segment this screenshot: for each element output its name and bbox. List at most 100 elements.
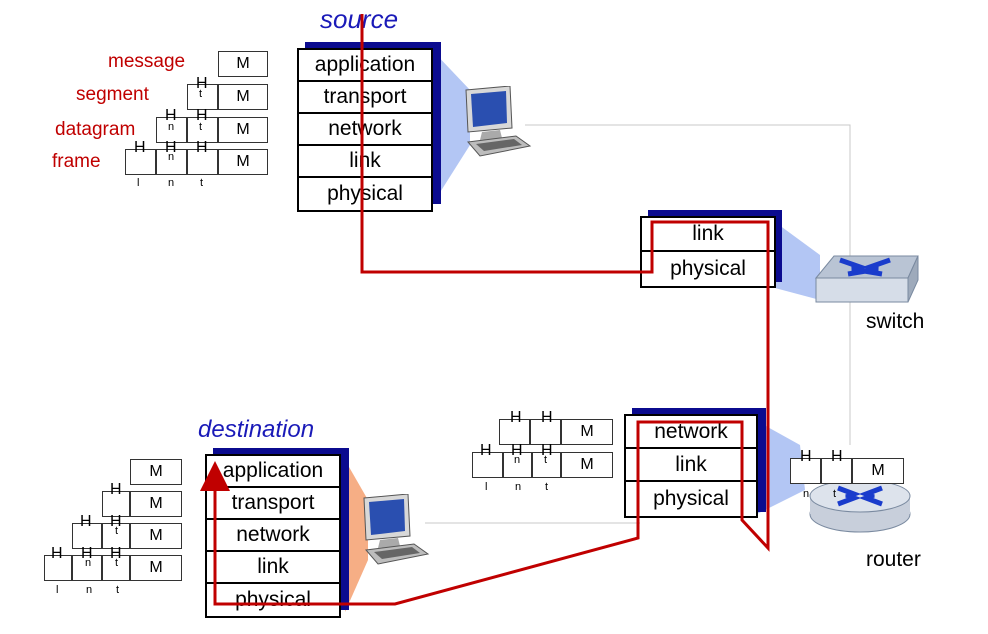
destination-title: destination bbox=[198, 416, 315, 443]
header-cell bbox=[72, 555, 102, 581]
destination-layer-link: link bbox=[207, 552, 339, 584]
payload-cell: M bbox=[218, 51, 268, 77]
header-cell bbox=[156, 149, 187, 175]
destination-computer-icon bbox=[363, 494, 430, 565]
label-segment: segment bbox=[76, 84, 149, 105]
router-layer-network: network bbox=[626, 416, 756, 449]
header-label: H bbox=[110, 513, 122, 530]
destination-layer-application: application bbox=[207, 456, 339, 488]
header-subscript: l bbox=[56, 584, 59, 596]
payload-cell: M bbox=[218, 84, 268, 110]
header-subscript: t bbox=[833, 488, 837, 500]
header-subscript: l bbox=[485, 481, 488, 493]
header-cell bbox=[102, 523, 130, 549]
source-layer-network: network bbox=[299, 114, 431, 146]
router-layer-physical: physical bbox=[653, 486, 729, 510]
header-subscript: n bbox=[86, 584, 93, 596]
header-label: H bbox=[110, 481, 122, 498]
header-label: H bbox=[196, 139, 208, 156]
destination-beam bbox=[345, 460, 368, 612]
switch-layer-link: link bbox=[642, 218, 774, 252]
header-subscript: n bbox=[85, 557, 92, 569]
header-cell bbox=[472, 452, 503, 478]
destination-layer-transport: transport bbox=[207, 488, 339, 520]
header-label: H bbox=[480, 442, 492, 459]
header-subscript: t bbox=[544, 454, 548, 466]
payload-cell: M bbox=[561, 452, 613, 478]
header-label: H bbox=[196, 75, 208, 92]
label-message: message bbox=[108, 51, 186, 72]
source-layer-application: application bbox=[299, 50, 431, 82]
header-subscript: t bbox=[199, 88, 203, 100]
header-subscript: t bbox=[545, 481, 549, 493]
header-label: H bbox=[81, 545, 93, 562]
header-cell bbox=[532, 452, 561, 478]
header-label: H bbox=[80, 513, 92, 530]
header-label: H bbox=[510, 409, 522, 426]
payload-cell: M bbox=[218, 149, 268, 175]
source-layer-link: link bbox=[299, 146, 431, 178]
header-cell bbox=[187, 117, 218, 143]
header-subscript: t bbox=[115, 525, 119, 537]
payload-cell: M bbox=[130, 523, 182, 549]
payload-cell: M bbox=[852, 458, 904, 484]
header-cell bbox=[790, 458, 821, 484]
source-beam bbox=[432, 50, 470, 205]
header-label: H bbox=[165, 139, 177, 156]
payload-cell: M bbox=[130, 459, 182, 485]
header-cell bbox=[44, 555, 72, 581]
switch-beam bbox=[775, 222, 820, 300]
header-subscript: t bbox=[115, 557, 119, 569]
header-label: H bbox=[165, 107, 177, 124]
source-computer-icon bbox=[465, 86, 532, 157]
header-cell bbox=[72, 523, 102, 549]
source-switch-router-link bbox=[525, 124, 851, 445]
source-protocol-stack: application transport network link physi… bbox=[297, 42, 441, 212]
header-cell bbox=[156, 117, 187, 143]
header-label: H bbox=[51, 545, 63, 562]
header-label: H bbox=[541, 442, 553, 459]
header-cell bbox=[187, 84, 218, 110]
source-layer-physical: physical bbox=[327, 182, 403, 205]
header-label: H bbox=[196, 107, 208, 124]
payload-cell: M bbox=[218, 117, 268, 143]
header-cell bbox=[530, 419, 561, 445]
header-subscript: n bbox=[803, 488, 810, 500]
header-cell bbox=[102, 555, 130, 581]
header-label: H bbox=[134, 139, 146, 156]
header-subscript: n bbox=[515, 481, 522, 493]
source-layer-transport: transport bbox=[299, 82, 431, 114]
switch-label: switch bbox=[866, 310, 925, 333]
destination-layer-network: network bbox=[207, 520, 339, 552]
header-label: H bbox=[511, 442, 523, 459]
header-subscript: n bbox=[168, 151, 175, 163]
header-subscript: n bbox=[168, 121, 175, 133]
header-cell bbox=[102, 491, 130, 517]
header-label: H bbox=[800, 448, 812, 465]
header-subscript: n bbox=[514, 454, 521, 466]
header-subscript: t bbox=[116, 584, 120, 596]
header-cell bbox=[503, 452, 532, 478]
header-cell bbox=[187, 149, 218, 175]
router-icon bbox=[809, 479, 911, 533]
header-cell bbox=[125, 149, 156, 175]
switch-icon bbox=[814, 255, 919, 303]
header-subscript: l bbox=[137, 177, 140, 189]
router-layer-link: link bbox=[626, 449, 756, 482]
router-label: router bbox=[866, 548, 921, 571]
source-title: source bbox=[320, 4, 399, 34]
header-cell bbox=[821, 458, 852, 484]
label-frame: frame bbox=[52, 151, 101, 172]
header-label: H bbox=[541, 409, 553, 426]
header-cell bbox=[499, 419, 530, 445]
header-label: H bbox=[831, 448, 843, 465]
label-datagram: datagram bbox=[55, 119, 136, 140]
header-subscript: t bbox=[200, 177, 204, 189]
data-path bbox=[200, 14, 770, 606]
payload-cell: M bbox=[561, 419, 613, 445]
payload-cell: M bbox=[130, 491, 182, 517]
switch-layer-physical: physical bbox=[670, 257, 746, 280]
payload-cell: M bbox=[130, 555, 182, 581]
header-subscript: t bbox=[199, 121, 203, 133]
